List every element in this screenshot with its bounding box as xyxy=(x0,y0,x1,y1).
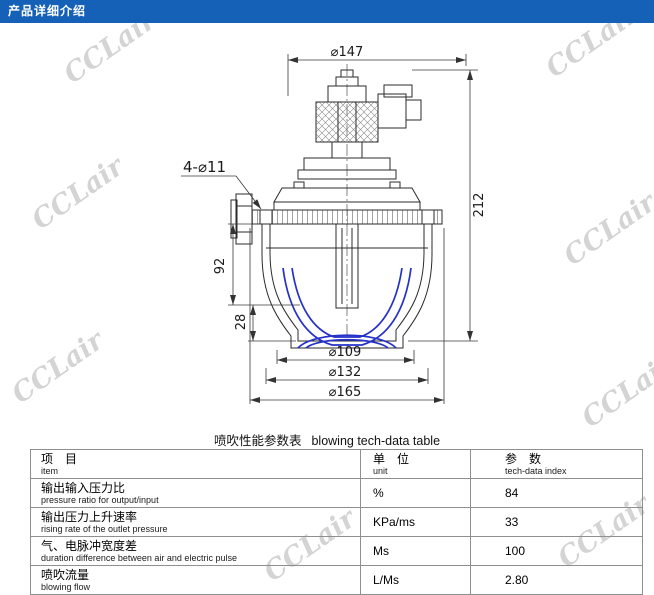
value-cell: 2.80 xyxy=(470,565,643,595)
col-header-unit: 单 位 unit xyxy=(360,449,471,479)
value-cell: 100 xyxy=(470,536,643,566)
item-cell: 气、电脉冲宽度差 duration difference between air… xyxy=(30,536,361,566)
col-header-unit-zh: 单 位 xyxy=(373,452,410,466)
dim-flange-diameter: ⌀165 xyxy=(329,385,362,400)
table-caption: 喷吹性能参数表 blowing tech-data table xyxy=(0,430,654,449)
col-header-item-en: item xyxy=(41,466,59,476)
unit-cell: L/Ms xyxy=(360,565,471,595)
valve-body xyxy=(230,64,443,356)
solenoid-assembly xyxy=(315,69,422,159)
dim-top-diameter: ⌀147 xyxy=(331,45,364,60)
col-header-value-zh: 参 数 xyxy=(505,452,542,466)
table-caption-zh: 喷吹性能参数表 xyxy=(213,434,302,448)
item-cell: 输出压力上升速率 rising rate of the outlet press… xyxy=(30,507,361,537)
value-cell: 84 xyxy=(470,478,643,508)
table-row: 喷吹流量 blowing flow L/Ms 2.80 xyxy=(30,565,643,595)
dim-bolt-holes: 4-⌀11 xyxy=(183,158,226,176)
item-cell: 输出输入压力比 pressure ratio for output/input xyxy=(30,478,361,508)
dim-overall-height: 212 xyxy=(472,193,487,218)
unit-cell: Ms xyxy=(360,536,471,566)
table-header-row: 项 目 item 单 位 unit 参 数 tech-data index xyxy=(30,449,643,479)
inlet-port xyxy=(230,193,253,245)
dim-bolt-circle-diameter: ⌀132 xyxy=(329,365,362,380)
col-header-value: 参 数 tech-data index xyxy=(470,449,643,479)
page-title: 产品详细介绍 xyxy=(8,4,87,18)
page-header: 产品详细介绍 xyxy=(0,0,654,23)
col-header-item-zh: 项 目 xyxy=(41,452,78,466)
unit-cell: KPa/ms xyxy=(360,507,471,537)
valve-cover xyxy=(273,157,421,211)
valve-technical-drawing: ⌀147 212 92 28 ⌀109 ⌀132 ⌀165 4-⌀11 xyxy=(181,45,487,404)
dim-body-height: 92 xyxy=(213,258,228,275)
dim-bottom-inner-diameter: ⌀109 xyxy=(329,345,362,360)
table-row: 气、电脉冲宽度差 duration difference between air… xyxy=(30,536,643,566)
unit-cell: % xyxy=(360,478,471,508)
item-cell: 喷吹流量 blowing flow xyxy=(30,565,361,595)
table-row: 输出压力上升速率 rising rate of the outlet press… xyxy=(30,507,643,537)
col-header-item: 项 目 item xyxy=(30,449,361,479)
table-row: 输出输入压力比 pressure ratio for output/input … xyxy=(30,478,643,508)
dimensions: ⌀147 212 92 28 ⌀109 ⌀132 ⌀165 4-⌀11 xyxy=(181,45,487,404)
valve-bowl xyxy=(261,223,433,349)
table-caption-en: blowing tech-data table xyxy=(311,434,441,448)
dim-outlet-height: 28 xyxy=(234,314,249,331)
tech-data-table: 项 目 item 单 位 unit 参 数 tech-data index 输出… xyxy=(30,449,643,595)
mounting-flange xyxy=(251,209,443,225)
col-header-value-en: tech-data index xyxy=(505,466,567,476)
col-header-unit-en: unit xyxy=(373,466,388,476)
value-cell: 33 xyxy=(470,507,643,537)
